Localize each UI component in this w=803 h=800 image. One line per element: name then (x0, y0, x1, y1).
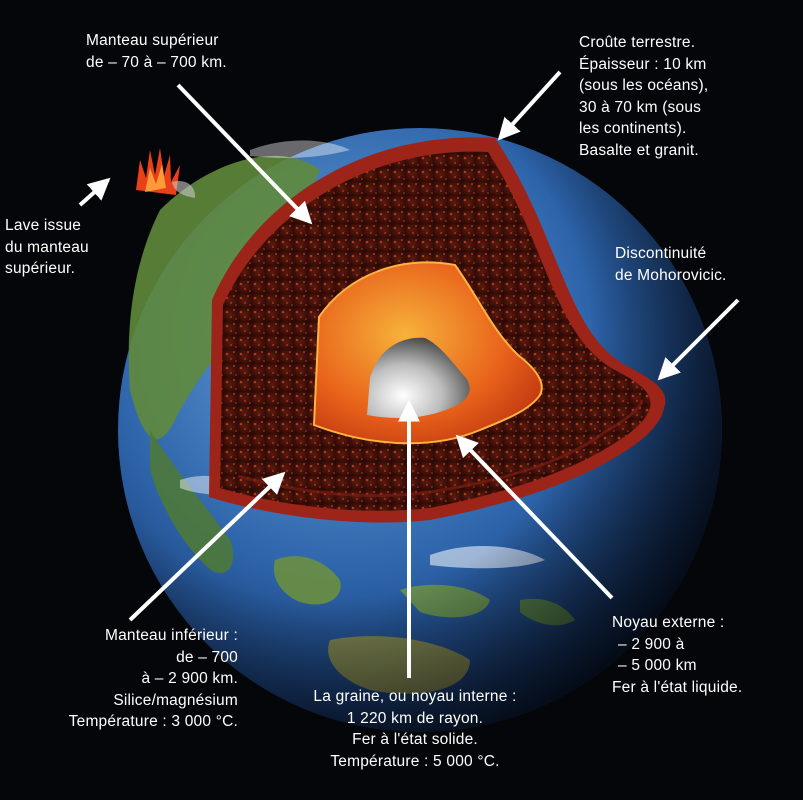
label-lower-mantle: Manteau inférieur : de – 700 à – 2 900 k… (68, 627, 238, 730)
label-lava: Lave issue du manteau supérieur. (5, 217, 89, 277)
arrow-moho (657, 298, 740, 381)
arrow-upper-mantle (176, 83, 313, 225)
arrow-outer-core (455, 434, 614, 600)
label-upper-mantle: Manteau supérieur de – 70 à – 700 km. (86, 32, 227, 71)
label-inner-core: La graine, ou noyau interne : 1 220 km d… (313, 688, 517, 770)
label-crust: Croûte terrestre. Épaisseur : 10 km (sou… (579, 34, 709, 159)
arrow-crust (497, 70, 562, 141)
label-moho: Discontinuité de Mohorovicic. (615, 245, 727, 284)
label-outer-core: Noyau externe : – 2 900 à – 5 000 km Fer… (612, 614, 743, 696)
earth-cutaway (209, 137, 666, 523)
lava-eruption (136, 148, 196, 198)
annotation-arrows (78, 70, 740, 678)
moho-line (237, 399, 644, 497)
inner-core (367, 337, 470, 418)
arrow-lava (78, 177, 111, 207)
arrow-lower-mantle (128, 471, 286, 622)
